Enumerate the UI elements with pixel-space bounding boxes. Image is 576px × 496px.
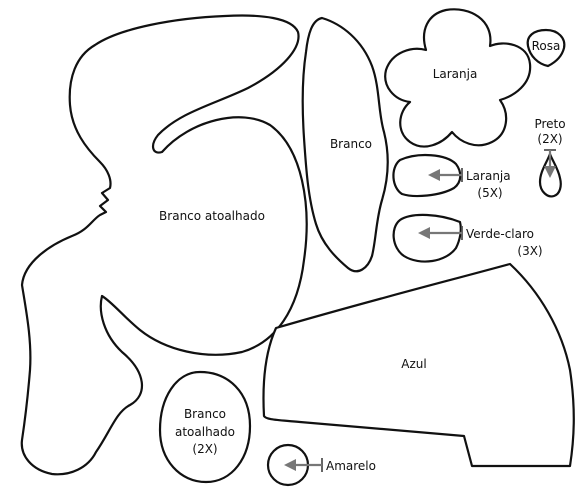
label-preto-qty: (2X) (537, 132, 562, 146)
shape-flower-laranja (384, 8, 532, 148)
label-branco: Branco (330, 137, 372, 151)
shape-tall-branco (301, 16, 389, 273)
shape-body-branco-atoalhado (20, 14, 308, 476)
label-rosa: Rosa (532, 39, 561, 53)
label-laranja-petal-qty: (5X) (477, 186, 502, 200)
shape-drop-rosa (526, 28, 566, 68)
label-laranja-petal: Laranja (466, 169, 511, 183)
arrow-laranja-petal (428, 168, 463, 182)
label-preto: Preto (534, 117, 565, 131)
label-branco-atoalhado-small-qty: (2X) (192, 442, 217, 456)
label-laranja-flower: Laranja (433, 67, 478, 81)
shape-leaf-verde-claro (392, 213, 462, 263)
label-amarelo: Amarelo (326, 459, 376, 473)
label-verde-claro: Verde-claro (466, 227, 534, 241)
arrow-amarelo (284, 458, 323, 472)
label-branco-atoalhado-small-1: Branco (184, 407, 226, 421)
label-azul: Azul (401, 357, 426, 371)
shape-petal-laranja (392, 154, 462, 198)
label-verde-claro-qty: (3X) (517, 244, 542, 258)
shape-oval-branco-atoalhado (158, 370, 252, 484)
arrow-verde-claro (418, 226, 463, 240)
label-branco-atoalhado-small-2: atoalhado (175, 425, 235, 439)
label-branco-atoalhado-big: Branco atoalhado (159, 209, 265, 223)
arrow-preto (544, 149, 556, 178)
shape-azul (262, 262, 575, 468)
